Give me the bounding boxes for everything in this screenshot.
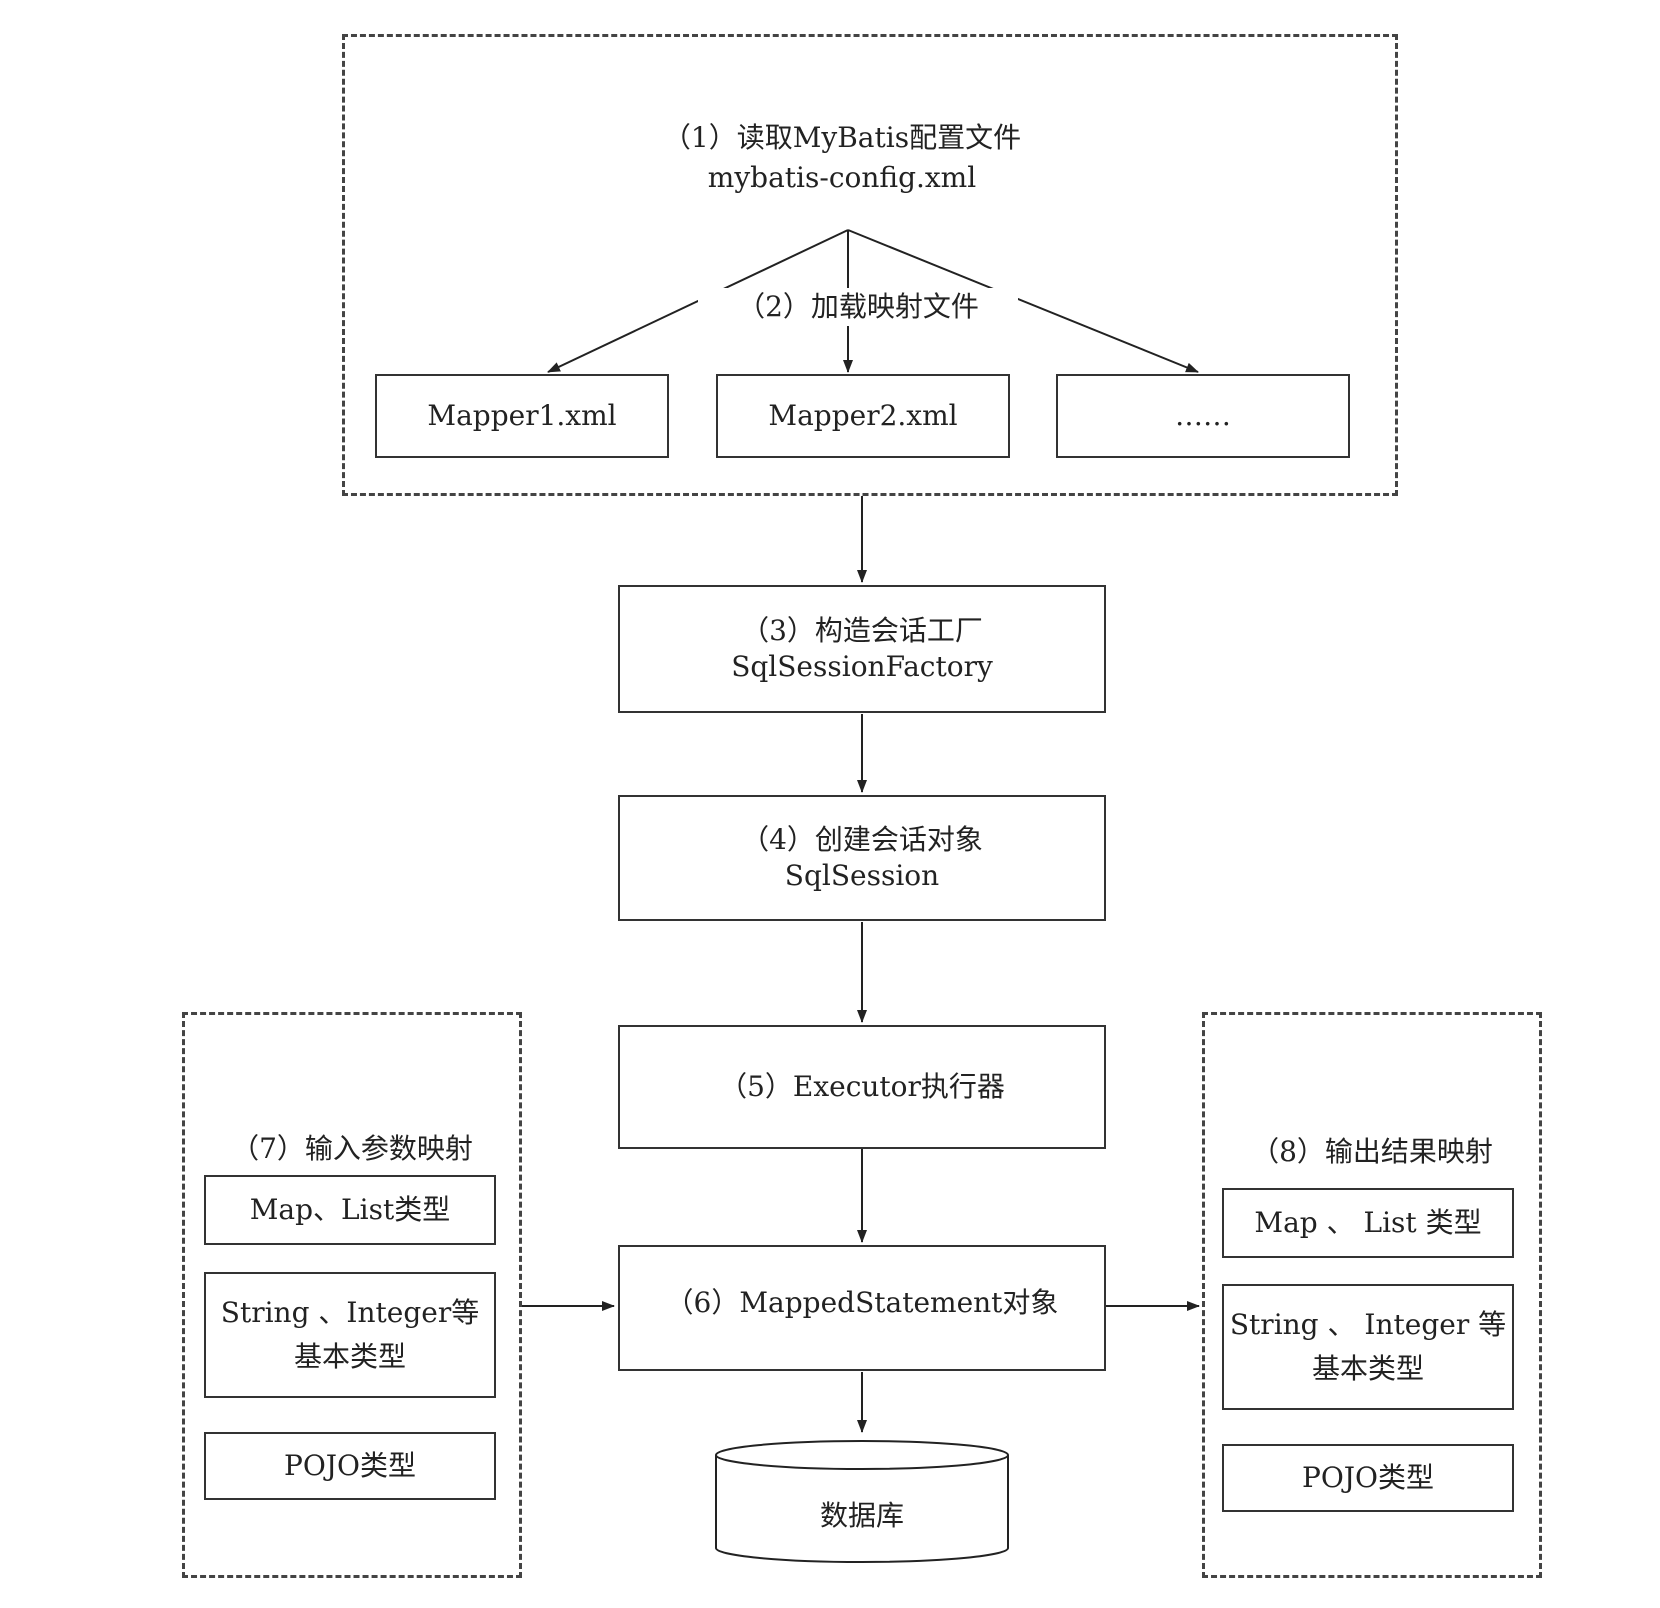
- input-mapping-title: （7）输入参数映射: [231, 1132, 473, 1165]
- input-map-list-label: Map、List类型: [249, 1193, 451, 1226]
- output-map-list-label: Map 、 List 类型: [1254, 1206, 1482, 1239]
- output-mapping-title: （8）输出结果映射: [1251, 1135, 1493, 1168]
- config-title: （1）读取MyBatis配置文件: [662, 121, 1022, 154]
- database-label: 数据库: [819, 1499, 904, 1532]
- mapped-statement-box: （6）MappedStatement对象: [618, 1245, 1106, 1371]
- mapper-more-box: ……: [1056, 374, 1350, 458]
- executor-label: （5）Executor执行器: [719, 1070, 1005, 1103]
- executor-box: （5）Executor执行器: [618, 1025, 1106, 1149]
- input-map-list-box: Map、List类型: [204, 1175, 496, 1245]
- input-basic-type-line1: String 、Integer等: [220, 1296, 480, 1329]
- session-factory-class: SqlSessionFactory: [731, 650, 993, 683]
- mapped-statement-label: （6）MappedStatement对象: [665, 1286, 1059, 1319]
- input-pojo-box: POJO类型: [204, 1432, 496, 1500]
- output-basic-type-line1: String 、 Integer 等: [1229, 1308, 1507, 1341]
- input-mapping-group: [182, 1012, 522, 1578]
- mapper1-label: Mapper1.xml: [427, 399, 617, 432]
- output-basic-type-box: String 、 Integer 等 基本类型: [1222, 1284, 1514, 1410]
- load-mapper-label: （2）加载映射文件: [698, 288, 1018, 326]
- session-box: （4）创建会话对象 SqlSession: [618, 795, 1106, 921]
- database-cylinder: [715, 1440, 1009, 1563]
- output-basic-type-line2: 基本类型: [1311, 1352, 1424, 1385]
- input-pojo-label: POJO类型: [284, 1449, 416, 1482]
- output-mapping-group: [1202, 1012, 1542, 1578]
- session-title: （4）创建会话对象: [741, 823, 983, 856]
- config-file-name: mybatis-config.xml: [707, 161, 977, 194]
- output-pojo-box: POJO类型: [1222, 1444, 1514, 1512]
- input-basic-type-box: String 、Integer等 基本类型: [204, 1272, 496, 1398]
- mapper1-box: Mapper1.xml: [375, 374, 669, 458]
- output-map-list-box: Map 、 List 类型: [1222, 1188, 1514, 1258]
- arrow-to-mapper-more: [847, 229, 1199, 373]
- mapper2-label: Mapper2.xml: [768, 399, 958, 432]
- session-factory-box: （3）构造会话工厂 SqlSessionFactory: [618, 585, 1106, 713]
- session-factory-title: （3）构造会话工厂: [741, 614, 983, 647]
- mapper-more-label: ……: [1175, 399, 1231, 432]
- mapper2-box: Mapper2.xml: [716, 374, 1010, 458]
- output-pojo-label: POJO类型: [1302, 1461, 1434, 1494]
- session-class: SqlSession: [784, 859, 940, 892]
- input-basic-type-line2: 基本类型: [293, 1340, 406, 1373]
- config-group: [342, 34, 1398, 496]
